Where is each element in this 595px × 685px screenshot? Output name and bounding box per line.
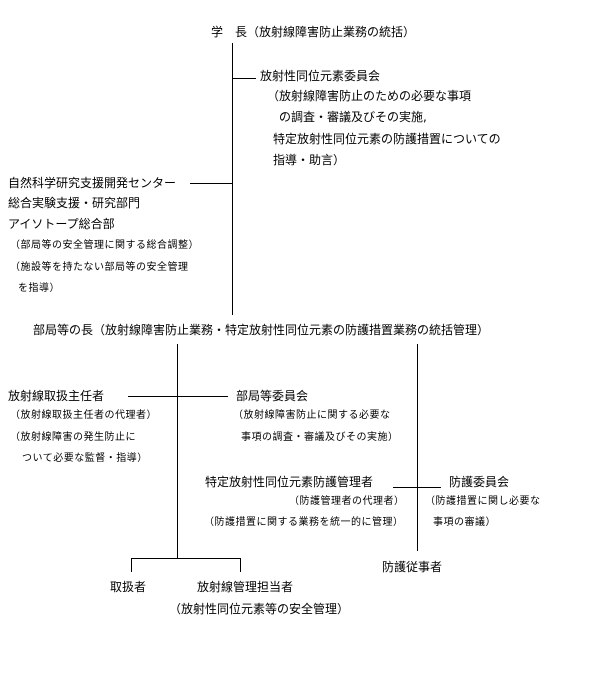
chief-handler-note-2: （放射線障害の発生防止に bbox=[10, 432, 136, 443]
connector-left-vertical bbox=[177, 344, 178, 558]
president-node: 学 長（放射線障害防止業務の統括） bbox=[211, 25, 416, 39]
radiation-manager-name: 放射線管理担当者 bbox=[197, 580, 294, 594]
radiation-manager-note: （放射性同位元素等の安全管理） bbox=[169, 602, 350, 616]
committee-desc-2: の調査・審議及びその実施, bbox=[279, 110, 427, 124]
chief-handler-note-3: ついて必要な監督・指導） bbox=[22, 453, 148, 464]
protection-manager-name: 特定放射性同位元素防護管理者 bbox=[205, 475, 374, 489]
connector-right-vertical bbox=[417, 344, 418, 551]
protection-committee-note-1: （防護措置に関し必要な bbox=[425, 496, 541, 507]
connector-main-vertical bbox=[232, 43, 233, 315]
connector-protection bbox=[393, 487, 441, 488]
center-line-3: アイソトープ総合部 bbox=[8, 217, 115, 231]
connector-handlers bbox=[131, 558, 132, 572]
connector-committee bbox=[232, 78, 256, 79]
center-line-1: 自然科学研究支援開発センター bbox=[8, 176, 177, 190]
connector-radiation-manager bbox=[240, 558, 241, 572]
connector-center bbox=[190, 183, 232, 184]
center-line-2: 総合実験支援・研究部門 bbox=[8, 196, 141, 210]
center-note-1: （部局等の安全管理に関する総合調整） bbox=[10, 240, 199, 251]
center-note-3: を指導） bbox=[18, 283, 60, 294]
committee-name: 放射性同位元素委員会 bbox=[260, 69, 381, 83]
committee-desc-4: 指導・助言） bbox=[273, 153, 346, 167]
protection-workers-node: 防護従事者 bbox=[382, 560, 443, 574]
dept-committee-name: 部局等委員会 bbox=[236, 389, 309, 403]
protection-manager-note-2: （防護措置に関する業務を統一的に管理） bbox=[204, 517, 404, 528]
chief-handler-note-1: （放射線取扱主任者の代理者） bbox=[10, 410, 157, 421]
protection-committee-name: 防護委員会 bbox=[449, 475, 510, 489]
connector-bottom-horizontal bbox=[131, 558, 241, 559]
center-note-2: （施設等を持たない部局等の安全管理 bbox=[10, 262, 189, 273]
handlers-node: 取扱者 bbox=[110, 580, 147, 594]
committee-desc-3: 特定放射性同位元素の防護措置についての bbox=[273, 132, 501, 146]
chief-handler-name: 放射線取扱主任者 bbox=[8, 389, 105, 403]
connector-mid-horizontal bbox=[128, 396, 228, 397]
committee-desc-1: （放射線障害防止のための必要な事項 bbox=[267, 89, 472, 103]
dept-committee-note-2: 事項の調査・審議及びその実施） bbox=[241, 432, 399, 443]
dept-committee-note-1: （放射線障害防止に関する必要な bbox=[233, 410, 391, 421]
dept-head-node: 部局等の長（放射線障害防止業務・特定放射性同位元素の防護措置業務の統括管理） bbox=[33, 323, 490, 337]
protection-committee-note-2: 事項の審議） bbox=[433, 517, 496, 528]
protection-manager-note-1: （防護管理者の代理者） bbox=[289, 496, 405, 507]
